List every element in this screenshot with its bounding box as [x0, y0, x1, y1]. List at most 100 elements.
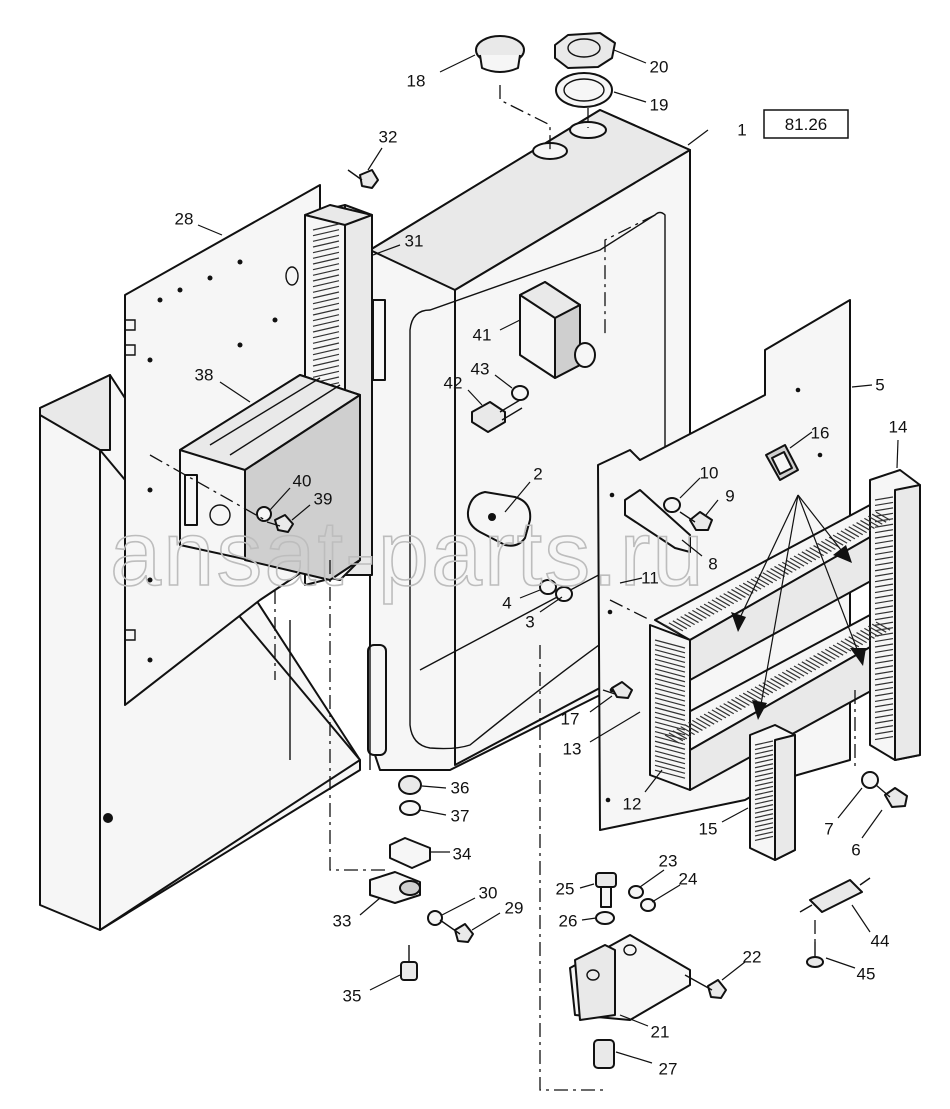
callout-label: 26	[559, 911, 578, 930]
washer-4	[539, 579, 557, 595]
callout-leader	[539, 596, 563, 613]
grommet-16	[765, 444, 799, 481]
callout-label: 34	[453, 844, 472, 863]
callout-label: 3	[525, 612, 534, 631]
spacer-27	[593, 1039, 615, 1069]
callout-leader	[359, 897, 381, 916]
callout-label: 21	[651, 1022, 670, 1041]
module-38	[179, 374, 361, 581]
callout-label: 10	[700, 463, 719, 482]
callout-label: 27	[659, 1059, 678, 1078]
callout-leader	[441, 897, 476, 916]
callout-label: 40	[293, 471, 312, 490]
callout-label: 31	[405, 231, 424, 250]
callout-label: 41	[473, 325, 492, 344]
callout-leader	[372, 244, 401, 256]
screw-45	[806, 942, 824, 968]
washer-40	[256, 506, 272, 522]
washer-10	[663, 497, 681, 513]
callout-label: 25	[556, 879, 575, 898]
callout-label: 22	[743, 947, 762, 966]
callout-label: 18	[407, 71, 426, 90]
assembly-lines	[149, 85, 856, 1091]
callout-label: 4	[502, 593, 511, 612]
resistor-44	[799, 877, 871, 913]
callout-leader	[651, 884, 681, 903]
clip-34	[389, 837, 431, 869]
callout-leader	[705, 499, 719, 516]
callout-leader	[579, 883, 595, 889]
callout-label: 17	[561, 709, 580, 728]
callout-label: 24	[679, 869, 698, 888]
callout-leader	[721, 807, 749, 823]
watermark: ansat-parts.ru	[110, 503, 706, 605]
hinge-bracket-33	[369, 871, 421, 904]
ring-19	[555, 72, 613, 108]
washer-3	[555, 586, 573, 602]
bolt-39	[266, 514, 294, 533]
callout-leader	[589, 711, 641, 743]
callout-leader	[644, 769, 663, 793]
washer-24	[640, 898, 656, 912]
callout-label: 2	[533, 464, 542, 483]
washer-26	[595, 911, 615, 925]
washer-23	[628, 885, 644, 899]
callout-leader	[851, 904, 871, 933]
washer-30	[427, 910, 443, 926]
callout-label: 23	[659, 851, 678, 870]
callout-leader	[369, 974, 401, 991]
callout-leader	[467, 389, 483, 406]
bolt-6	[875, 784, 908, 808]
callout-label: 8	[708, 554, 717, 573]
reference-box: 81.26	[763, 109, 849, 139]
callout-leader	[789, 431, 813, 449]
callout-leader	[367, 147, 383, 171]
callout-leader	[687, 129, 709, 146]
relay-41	[519, 281, 596, 379]
bolt-25	[595, 872, 617, 908]
callout-label: 28	[175, 209, 194, 228]
bolt-9	[679, 511, 713, 531]
callout-leader	[837, 787, 863, 819]
callout-leader	[639, 869, 665, 888]
callout-leader	[589, 695, 613, 713]
callout-leader	[613, 49, 647, 64]
callout-label: 30	[479, 883, 498, 902]
plug-18	[475, 35, 525, 73]
callout-leader	[504, 481, 531, 513]
callout-label: 14	[889, 417, 908, 436]
callout-leader	[421, 785, 447, 789]
callout-label: 35	[343, 986, 362, 1005]
washer-7	[861, 771, 879, 789]
callout-leader	[851, 384, 873, 388]
washer-37	[399, 800, 421, 816]
callout-label: 45	[857, 964, 876, 983]
callout-leader	[619, 577, 643, 584]
callout-label: 29	[505, 898, 524, 917]
reference-box-text: 81.26	[785, 115, 828, 134]
callout-label: 16	[811, 423, 830, 442]
callout-leader	[681, 539, 703, 557]
callout-label: 42	[444, 373, 463, 392]
callout-leader	[581, 917, 597, 921]
callout-leader	[615, 1051, 653, 1064]
callout-leader	[219, 381, 251, 403]
callouts: 1234567891011121314151617181920212223242…	[175, 49, 908, 1078]
callout-leader	[197, 224, 223, 236]
callout-leader	[896, 439, 899, 469]
callout-label: 15	[699, 819, 718, 838]
callout-label: 5	[875, 375, 884, 394]
callout-leader	[494, 374, 513, 389]
bolt-42	[471, 399, 523, 433]
callout-leader	[291, 504, 311, 521]
callout-label: 33	[333, 911, 352, 930]
callout-label: 12	[623, 794, 642, 813]
callout-leader	[519, 589, 541, 599]
washer-43	[511, 385, 529, 401]
callout-label: 13	[563, 739, 582, 758]
callout-label: 38	[195, 365, 214, 384]
callout-leader	[861, 809, 883, 839]
callout-label: 20	[650, 57, 669, 76]
bracket-21	[569, 934, 691, 1021]
